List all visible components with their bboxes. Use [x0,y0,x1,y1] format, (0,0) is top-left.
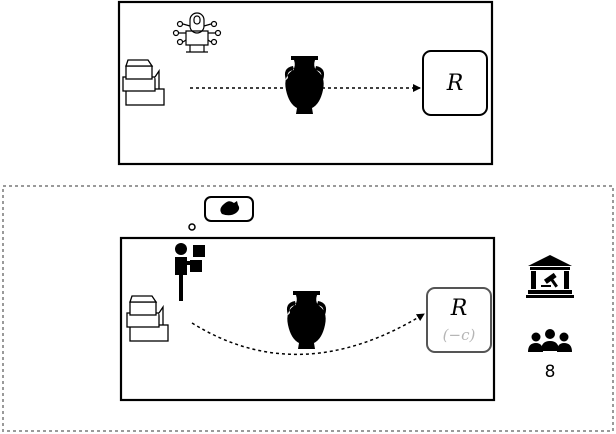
people-group-icon [528,329,572,352]
person-icon [175,243,205,301]
bottom-reward-box [426,287,492,353]
top-panel: R [117,0,494,166]
top-panel-frame [117,0,494,166]
bottom-dashed-arrow [191,313,425,356]
vase-icon [284,56,325,114]
courthouse-icon [526,255,574,298]
thought-bubble-icon [188,196,254,231]
bottom-cost-label: (−c) [443,326,476,344]
boxes-icon [122,59,165,106]
group-count-label: 8 [545,362,556,382]
bottom-panel: R (−c) [119,236,496,402]
bottom-panel-frame [119,236,496,402]
bottom-reward-label: R [450,296,468,321]
top-reward-label: R [446,71,464,96]
bottom-dashed-frame [2,185,614,432]
robot-arm-icon [172,12,222,53]
vase-icon-bottom [286,291,327,349]
top-reward-box [422,50,488,116]
boxes-icon-bottom [126,295,169,342]
